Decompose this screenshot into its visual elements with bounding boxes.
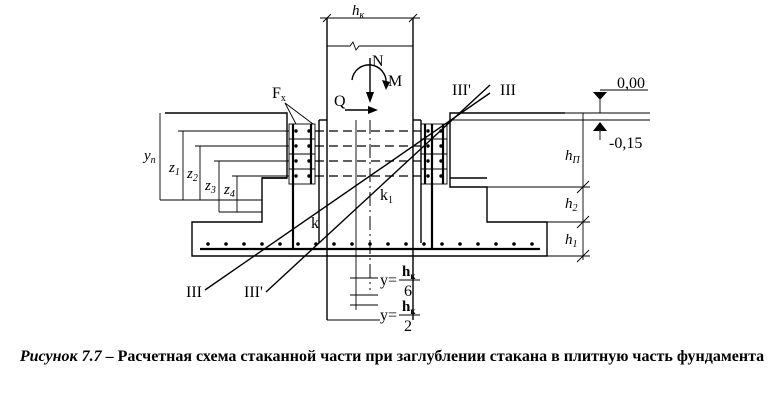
z4-label: z4	[223, 182, 235, 200]
y2-lhs: y=	[380, 307, 397, 324]
section-iiip-bottom: III'	[244, 284, 263, 301]
y2-numerator: hк	[402, 299, 416, 316]
caption-text: – Расчетная схема стаканной части при за…	[101, 348, 765, 365]
loads	[345, 58, 390, 114]
figure-caption: Рисунок 7.7 – Расчетная схема стаканной …	[0, 347, 784, 367]
h1-label: h1	[565, 232, 578, 250]
q-label: Q	[334, 93, 346, 110]
n-label: N	[372, 53, 384, 70]
hk-label: hк	[352, 3, 365, 21]
level-bottom-label: -0,15	[609, 135, 642, 152]
section-lines	[204, 84, 491, 293]
section-iii-top: III	[500, 82, 516, 99]
y2-denominator: 2	[404, 318, 412, 335]
section-iii-bottom: III	[186, 284, 202, 301]
foundation-outline	[165, 112, 650, 257]
y1-numerator: hк	[402, 264, 416, 281]
y1-lhs: y=	[380, 272, 397, 289]
z1-label: z1	[168, 160, 180, 178]
foundation-diagram: hк N M Q Fx III III' 0,00 -0,15 hП h2 h1…	[142, 3, 650, 335]
axis-lines	[327, 120, 380, 321]
z3-label: z3	[204, 178, 216, 196]
level-markers	[593, 89, 648, 140]
caption-label: Рисунок 7.7	[19, 348, 102, 365]
column	[326, 18, 414, 320]
hp-label: hП	[565, 148, 581, 166]
level-top-label: 0,00	[617, 75, 645, 92]
right-cage	[420, 123, 448, 250]
fx-leader	[284, 102, 314, 125]
dashed-ties	[315, 130, 421, 177]
z2-label: z2	[186, 166, 198, 184]
section-iiip-top: III'	[452, 82, 471, 99]
yp-label: yп	[142, 148, 156, 166]
right-dimensions	[487, 113, 590, 263]
k-label: k	[311, 215, 319, 232]
left-dimensions	[159, 113, 289, 213]
hk-dimension	[320, 13, 420, 23]
fx-label: Fx	[272, 85, 286, 104]
k1-label: k1	[380, 187, 393, 206]
m-label: M	[388, 73, 402, 90]
y1-denominator: 6	[404, 283, 412, 300]
h2-label: h2	[565, 196, 578, 214]
